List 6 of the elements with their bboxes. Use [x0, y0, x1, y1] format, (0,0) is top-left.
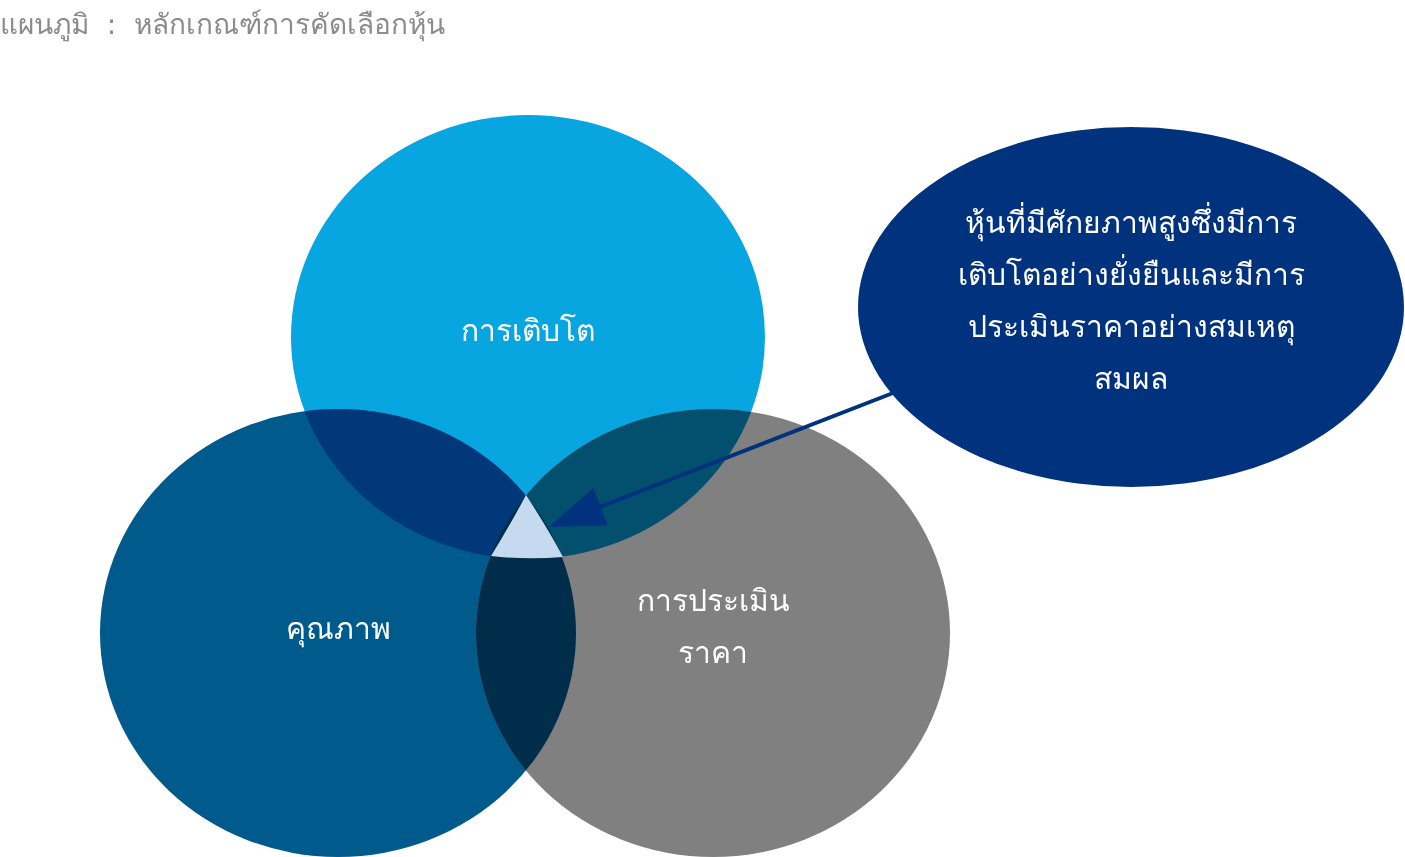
circle-label: การประเมินราคา [635, 582, 791, 672]
circle-label: การเติบโต [460, 312, 596, 350]
leader-arrow [548, 391, 894, 527]
callout-text: หุ้นที่มีศักยภาพสูงซึ่งมีการเติบโตอย่างยั่งยืนและมีการประเมินราคาอย่างสมเหตุสมผล [951, 197, 1311, 405]
chart-title: แผนภูมิ : หลักเกณฑ์การคัดเลือกหุ้น [0, 7, 446, 44]
circle-label: คุณภาพ [284, 610, 392, 650]
